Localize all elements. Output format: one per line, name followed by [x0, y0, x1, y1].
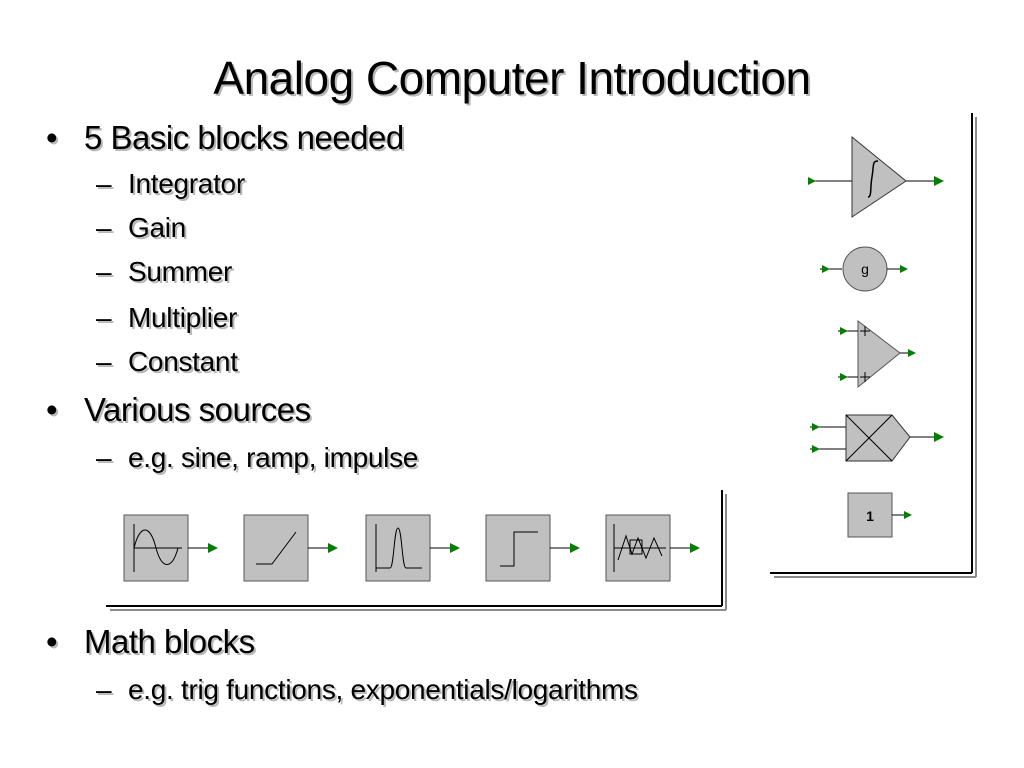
impulse-source-block [365, 514, 460, 582]
bullet-text: Math blocks [84, 623, 255, 660]
dash-icon: – [96, 212, 112, 243]
gain-block: g [820, 246, 908, 292]
bullet-icon: • [46, 119, 58, 156]
slide-title: Analog Computer Introduction [213, 52, 811, 104]
dash-icon: – [96, 302, 112, 333]
wave-source-block [605, 514, 700, 582]
integrator-block [808, 135, 944, 218]
subitem-text: Integrator [128, 168, 245, 199]
dash-icon: – [96, 442, 112, 473]
subitem-summer: –Summer [96, 254, 232, 290]
constant-label: 1 [866, 508, 874, 524]
step-source-block [485, 514, 580, 582]
dash-icon: – [96, 674, 112, 705]
summer-block [838, 319, 916, 389]
bullet-text: 5 Basic blocks needed [84, 119, 404, 156]
bullet-icon: • [46, 623, 58, 660]
subitem-text: Multiplier [128, 302, 238, 333]
subitem-constant: –Constant [96, 344, 238, 380]
subitem-sources-example: –e.g. sine, ramp, impulse [96, 440, 418, 476]
subitem-text: Summer [128, 256, 232, 287]
bullet-text: Various sources [84, 391, 311, 428]
subitem-text: Constant [128, 346, 238, 377]
bullet-basic-blocks: • 5 Basic blocks needed [46, 118, 404, 158]
subitem-text: e.g. sine, ramp, impulse [128, 442, 419, 473]
subitem-multiplier: –Multiplier [96, 300, 237, 336]
dash-icon: – [96, 346, 112, 377]
panel-frame [106, 490, 727, 611]
gain-label: g [861, 261, 869, 277]
sine-source-block [123, 514, 218, 582]
constant-block: 1 [847, 492, 912, 538]
basic-blocks-panel: g 1 [770, 113, 977, 578]
subitem-math-example: –e.g. trig functions, exponentials/logar… [96, 672, 638, 708]
bullet-various-sources: • Various sources [46, 390, 311, 430]
subitem-gain: –Gain [96, 210, 186, 246]
multiplier-block [810, 414, 944, 462]
dash-icon: – [96, 256, 112, 287]
panel-frame [770, 113, 977, 578]
subitem-text: e.g. trig functions, exponentials/logari… [128, 674, 638, 705]
sources-panel [106, 490, 727, 611]
ramp-source-block [243, 514, 338, 582]
subitem-text: Gain [128, 212, 186, 243]
bullet-icon: • [46, 391, 58, 428]
subitem-integrator: –Integrator [96, 166, 245, 202]
dash-icon: – [96, 168, 112, 199]
bullet-math-blocks: • Math blocks [46, 622, 255, 662]
